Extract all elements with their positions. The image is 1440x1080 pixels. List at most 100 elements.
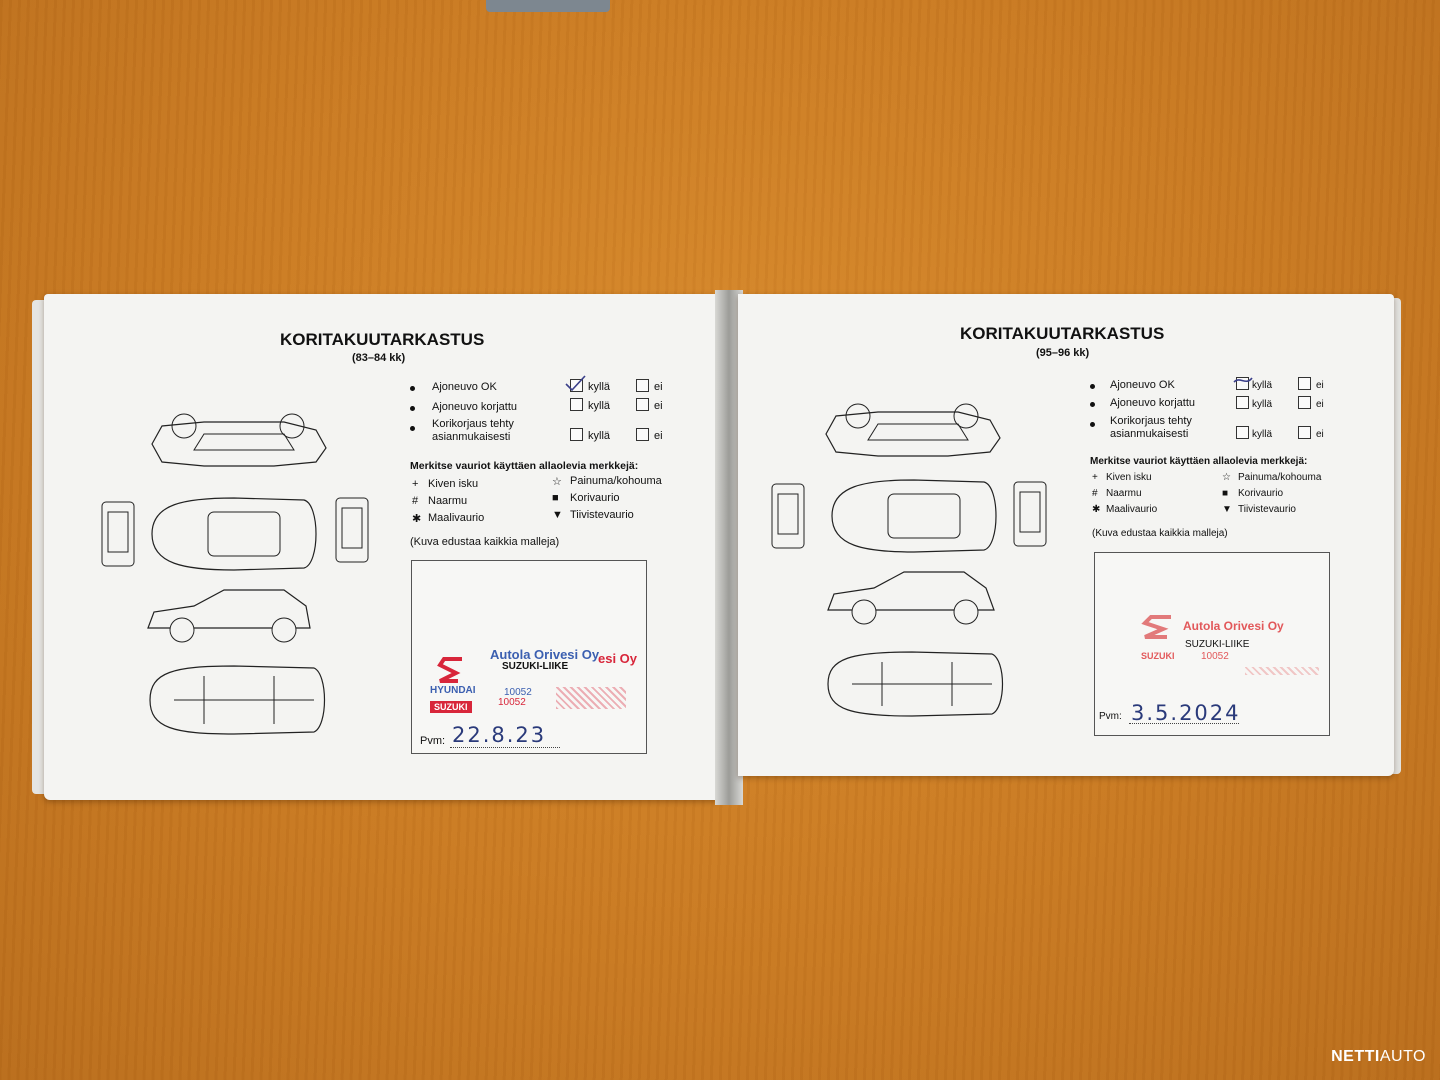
no-label: ei — [1316, 380, 1324, 391]
watermark-netti: NETTI — [1331, 1048, 1380, 1065]
car-rear-view-icon — [335, 497, 369, 563]
legend-symbol: # — [1092, 488, 1098, 499]
legend-text: Kiven isku — [1106, 472, 1152, 483]
illustration-note: (Kuva edustaa kaikkia malleja) — [1092, 528, 1228, 539]
bullet — [410, 386, 415, 391]
car-roof-view-icon — [151, 413, 327, 467]
legend-title: Merkitse vauriot käyttäen allaolevia mer… — [410, 460, 639, 472]
stamp-company-red-partial: esi Oy — [598, 651, 638, 666]
no-checkbox[interactable] — [636, 428, 649, 441]
bullet — [1090, 422, 1095, 427]
no-checkbox[interactable] — [636, 398, 649, 411]
legend-title: Merkitse vauriot käyttäen allaolevia mer… — [1090, 456, 1308, 467]
car-side-view-icon — [827, 571, 995, 625]
legend-symbol: ■ — [1222, 488, 1229, 499]
bullet — [1090, 384, 1095, 389]
no-label: ei — [1316, 429, 1324, 440]
stamp-dealer: SUZUKI-LIIKE — [1185, 639, 1250, 650]
pvm-label: Pvm: — [420, 735, 446, 747]
left-page-title: KORITAKUUTARKASTUS — [280, 330, 485, 349]
car-top-view-icon — [831, 479, 997, 553]
right-page-title: KORITAKUUTARKASTUS — [960, 324, 1165, 343]
right-page-subtitle: (95–96 kk) — [1036, 347, 1090, 359]
yes-label: kyllä — [588, 381, 611, 393]
legend-symbol: ☆ — [552, 476, 562, 488]
legend-symbol: # — [412, 495, 419, 507]
right-stamp-box: Autola Orivesi Oy SUZUKI-LIIKE SUZUKI 10… — [1094, 552, 1330, 736]
stamp-code: 10052 — [504, 687, 532, 698]
item-label: Ajoneuvo OK — [1110, 379, 1175, 391]
legend-symbol: ▼ — [552, 509, 563, 521]
right-page: KORITAKUUTARKASTUS (95–96 kk) Ajoneuvo O… — [738, 294, 1394, 776]
car-rear-view-icon — [1013, 481, 1047, 547]
car-underside-view-icon — [827, 651, 1003, 717]
legend-symbol: ■ — [552, 492, 559, 504]
car-top-view-icon — [151, 497, 317, 571]
yes-checkbox[interactable] — [1236, 396, 1249, 409]
yes-label: kyllä — [1252, 380, 1273, 391]
item-label-line2: asianmukaisesti — [1110, 428, 1189, 440]
grey-object-edge — [486, 0, 610, 12]
bullet — [410, 426, 415, 431]
stamp-company: Autola Orivesi Oy — [1183, 619, 1284, 633]
yes-label: kyllä — [588, 430, 611, 442]
legend-symbol: + — [412, 478, 419, 490]
legend-text: Maalivaurio — [1106, 504, 1158, 515]
nettiauto-watermark: NETTIAUTO — [1331, 1048, 1426, 1066]
car-front-view-icon — [771, 483, 805, 549]
legend-symbol: ▼ — [1222, 504, 1232, 515]
illustration-note: (Kuva edustaa kaikkia malleja) — [410, 536, 560, 548]
stamp-dealer: SUZUKI-LIIKE — [502, 661, 569, 672]
bullet — [410, 406, 415, 411]
legend-text: Tiivistevaurio — [570, 509, 634, 521]
check-scribble-icon — [1233, 377, 1253, 383]
no-label: ei — [1316, 399, 1324, 410]
left-page: KORITAKUUTARKASTUS (83–84 kk) Ajoneuvo O… — [44, 294, 719, 800]
watermark-auto: AUTO — [1379, 1048, 1426, 1065]
item-label: Ajoneuvo korjattu — [1110, 397, 1195, 409]
item-label: Ajoneuvo OK — [432, 381, 497, 393]
yes-checkbox[interactable] — [1236, 426, 1249, 439]
legend-symbol: ✱ — [412, 513, 422, 525]
stamp-company-blue: Autola Orivesi Oy — [490, 647, 600, 662]
legend-symbol: + — [1092, 472, 1098, 483]
handwritten-date: 22.8.23 — [452, 723, 547, 747]
legend-text: Tiivistevaurio — [1238, 504, 1296, 515]
left-page-subtitle: (83–84 kk) — [352, 352, 406, 364]
check-mark-icon — [565, 375, 586, 392]
legend-text: Korivaurio — [1238, 488, 1284, 499]
item-label-line2: asianmukaisesti — [432, 431, 511, 443]
legend-text: Naarmu — [428, 495, 468, 507]
legend-text: Kiven isku — [428, 478, 479, 490]
stamp-suzuki-label: SUZUKI — [430, 701, 472, 713]
legend-text: Maalivaurio — [428, 512, 485, 524]
car-roof-view-icon — [825, 403, 1001, 457]
car-side-view-icon — [147, 589, 311, 643]
suzuki-logo-icon — [437, 657, 462, 683]
legend-symbol: ✱ — [1092, 504, 1101, 515]
stamp-suzuki-label: SUZUKI — [1141, 651, 1175, 661]
stamp-smudge — [556, 687, 626, 709]
date-line — [450, 747, 560, 748]
legend-symbol: ☆ — [1222, 472, 1231, 483]
no-label: ei — [654, 381, 663, 393]
no-checkbox[interactable] — [1298, 396, 1311, 409]
yes-checkbox[interactable] — [570, 428, 583, 441]
no-checkbox[interactable] — [636, 379, 649, 392]
bullet — [1090, 402, 1095, 407]
legend-text: Painuma/kohouma — [570, 475, 662, 487]
yes-label: kyllä — [1252, 399, 1273, 410]
handwritten-date: 3.5.2024 — [1131, 701, 1241, 725]
legend-text: Painuma/kohouma — [1238, 472, 1322, 483]
no-checkbox[interactable] — [1298, 377, 1311, 390]
car-front-view-icon — [101, 501, 135, 567]
item-label: Ajoneuvo korjattu — [432, 401, 517, 413]
car-underside-view-icon — [149, 665, 326, 735]
yes-checkbox[interactable] — [570, 398, 583, 411]
no-checkbox[interactable] — [1298, 426, 1311, 439]
item-label: Korikorjaus tehty — [1110, 415, 1192, 427]
no-label: ei — [654, 430, 663, 442]
left-stamp-box: Autola Orivesi Oy esi Oy SUZUKI-LIIKE HY… — [411, 560, 647, 754]
legend-text: Korivaurio — [570, 492, 620, 504]
pvm-label: Pvm: — [1099, 711, 1122, 722]
